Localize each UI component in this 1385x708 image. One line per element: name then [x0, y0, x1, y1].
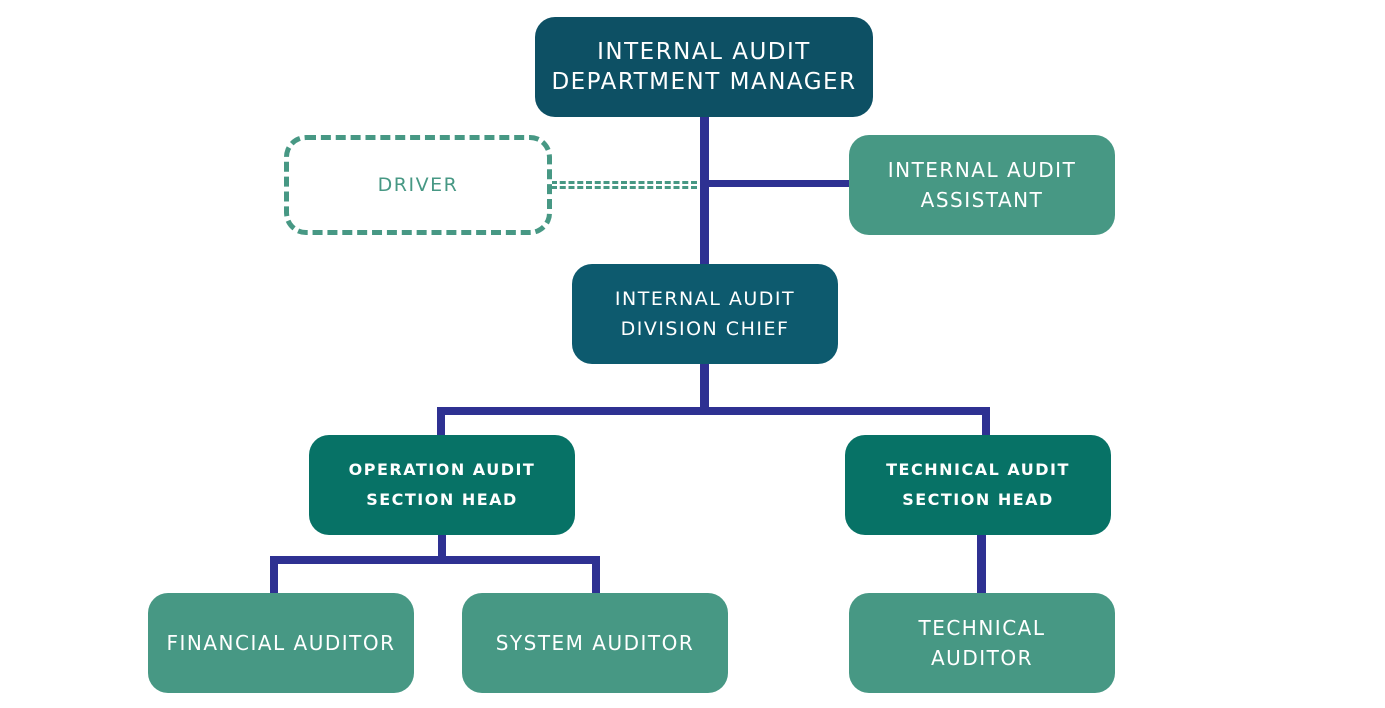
connector-to-system: [592, 556, 600, 594]
node-system-auditor: SYSTEM AUDITOR: [462, 593, 728, 693]
node-label-line1: OPERATION AUDIT: [348, 460, 536, 479]
connector-operation-down: [438, 533, 446, 563]
node-label-line1: FINANCIAL AUDITOR: [166, 631, 396, 655]
connector-to-financial: [270, 556, 278, 594]
connector-to-operation-head: [437, 407, 445, 437]
connector-to-technical-head: [982, 407, 990, 437]
node-label-line1: DRIVER: [377, 174, 459, 196]
connector-chief-down: [700, 362, 709, 412]
node-technical-auditor: TECHNICAL AUDITOR: [849, 593, 1115, 693]
node-label-line2: DEPARTMENT MANAGER: [551, 69, 857, 95]
connector-manager-to-chief: [700, 115, 709, 265]
connector-to-driver-dashed: [551, 181, 697, 184]
connector-to-technical-auditor: [977, 533, 986, 595]
connector-operation-horizontal: [270, 556, 600, 564]
node-driver: DRIVER: [284, 135, 552, 235]
node-label-line1: TECHNICAL: [918, 616, 1046, 640]
connector-chief-horizontal: [437, 407, 990, 415]
node-financial-auditor: FINANCIAL AUDITOR: [148, 593, 414, 693]
node-department-manager: INTERNAL AUDIT DEPARTMENT MANAGER: [535, 17, 873, 117]
node-label-line1: INTERNAL AUDIT: [614, 288, 796, 310]
node-label-line1: TECHNICAL AUDIT: [886, 460, 1070, 479]
node-division-chief: INTERNAL AUDIT DIVISION CHIEF: [572, 264, 838, 364]
connector-to-assistant: [705, 180, 850, 187]
node-label-line2: AUDITOR: [931, 646, 1033, 670]
connector-to-driver-dashed-2: [551, 186, 697, 189]
node-label-line2: DIVISION CHIEF: [620, 318, 790, 340]
node-label-line1: SYSTEM AUDITOR: [495, 631, 695, 655]
node-technical-section-head: TECHNICAL AUDIT SECTION HEAD: [845, 435, 1111, 535]
node-label-line2: ASSISTANT: [920, 188, 1044, 212]
node-label-line1: INTERNAL AUDIT: [597, 39, 811, 65]
node-label-line2: SECTION HEAD: [366, 490, 518, 509]
node-label-line2: SECTION HEAD: [902, 490, 1054, 509]
node-label-line1: INTERNAL AUDIT: [887, 158, 1077, 182]
node-operation-section-head: OPERATION AUDIT SECTION HEAD: [309, 435, 575, 535]
node-internal-audit-assistant: INTERNAL AUDIT ASSISTANT: [849, 135, 1115, 235]
